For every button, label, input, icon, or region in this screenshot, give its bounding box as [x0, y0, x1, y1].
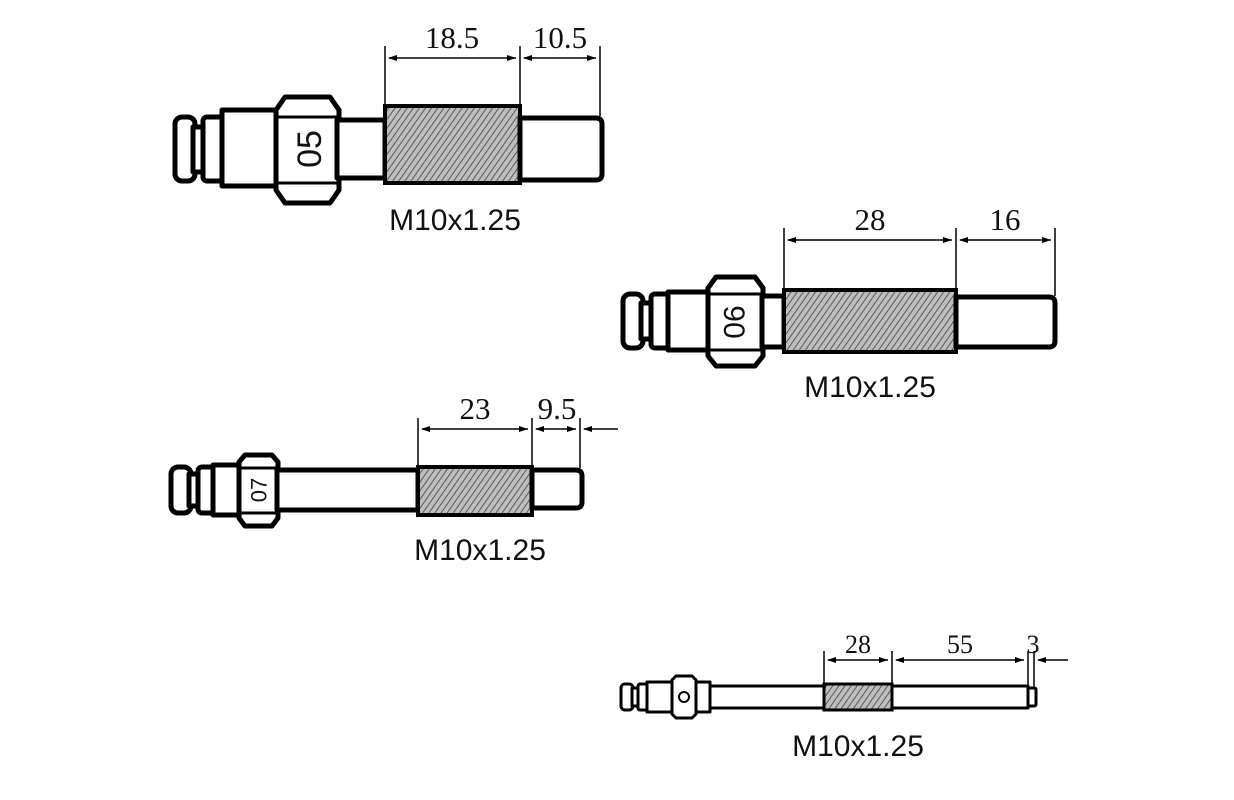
thread-spec-label: M10x1.25: [804, 371, 936, 404]
hex-nut: [670, 674, 698, 720]
nut-label: 05: [291, 130, 329, 168]
collar: [694, 680, 712, 714]
dimension-label: 23: [460, 391, 491, 426]
pin-tip: [953, 294, 1058, 350]
thread-section: [822, 682, 894, 712]
thread-section: [782, 288, 958, 354]
hex-nut: [273, 94, 342, 206]
adapter-07: 07 23 9.5 M10x1.25: [168, 391, 618, 567]
adapter-06: 06 28 16 M10x1.25: [620, 202, 1058, 404]
dimension-label: 18.5: [425, 20, 479, 55]
quick-coupler-plug: [172, 114, 226, 184]
dimension-lines: [384, 46, 601, 116]
nut-label: 07: [247, 478, 272, 502]
adapter-long: 28 55 3 M10x1.25: [619, 630, 1068, 763]
thread-spec-label: M10x1.25: [414, 534, 546, 567]
hex-nut: [236, 452, 281, 529]
dimension-lines: [783, 228, 1056, 296]
pin-tip: [517, 115, 605, 183]
dimension-lines: [417, 418, 618, 468]
body-left: [274, 467, 421, 513]
rod: [890, 684, 1030, 710]
thread-section: [416, 465, 534, 517]
dimension-lines: [823, 651, 1068, 687]
quick-coupler-plug: [620, 291, 672, 351]
quick-coupler-plug: [168, 464, 217, 516]
hex-nut: [705, 274, 766, 369]
body-left: [759, 293, 787, 350]
body-left: [708, 684, 826, 710]
dimension-label: 9.5: [538, 391, 577, 426]
thread-spec-label: M10x1.25: [389, 204, 521, 237]
dimension-label: 55: [947, 630, 973, 659]
dimension-label: 28: [855, 202, 886, 237]
body-left: [334, 117, 388, 181]
dimension-label: 16: [990, 202, 1021, 237]
thread-section: [383, 104, 522, 185]
dimension-label: 10.5: [533, 20, 587, 55]
pin-tip: [1026, 686, 1038, 708]
nut-label: 06: [719, 305, 752, 338]
dimension-label: 28: [845, 630, 871, 659]
pin-tip: [529, 467, 585, 511]
dimension-label: 3: [1027, 630, 1040, 659]
thread-spec-label: M10x1.25: [792, 730, 924, 763]
quick-coupler-plug: [619, 682, 650, 712]
adapter-05: 05 18.5 10.5 M10x1.25: [172, 20, 605, 237]
